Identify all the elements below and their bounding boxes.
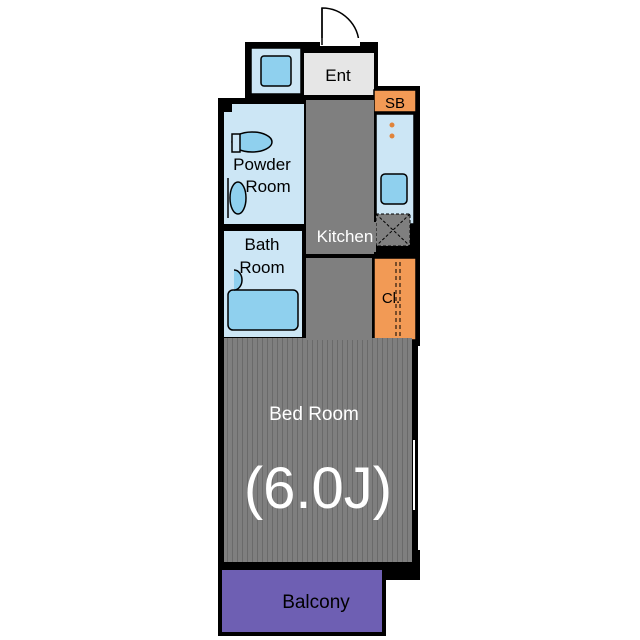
kitchen-label: Kitchen: [317, 227, 374, 246]
closet: [373, 257, 417, 341]
powder-room-label-line1: Powder: [233, 155, 291, 174]
kitchen-sink: [380, 173, 408, 205]
stove-burner-1: [389, 122, 395, 128]
bed-room-size-label: (6.0J): [244, 456, 392, 521]
entrance-floor: [304, 53, 374, 95]
bath-room-label-line2: Room: [239, 258, 284, 277]
balcony-label: Balcony: [282, 592, 350, 613]
washbasin-fixture: [260, 55, 292, 87]
bed-room-floor: [224, 338, 412, 562]
shoe-box-label: SB: [385, 95, 405, 112]
kitchen-counter: [375, 113, 415, 225]
bed-room-label: Bed Room: [269, 404, 359, 425]
bathtub: [227, 289, 299, 331]
bath-room-label-line1: Bath: [245, 235, 280, 254]
closet-label: Cl.: [382, 290, 400, 307]
entrance-label: Ent: [325, 66, 351, 85]
sink-fixture: [229, 181, 247, 215]
balcony-floor: [222, 570, 382, 632]
stove-burner-2: [389, 133, 395, 139]
powder-room-label-line2: Room: [245, 177, 290, 196]
